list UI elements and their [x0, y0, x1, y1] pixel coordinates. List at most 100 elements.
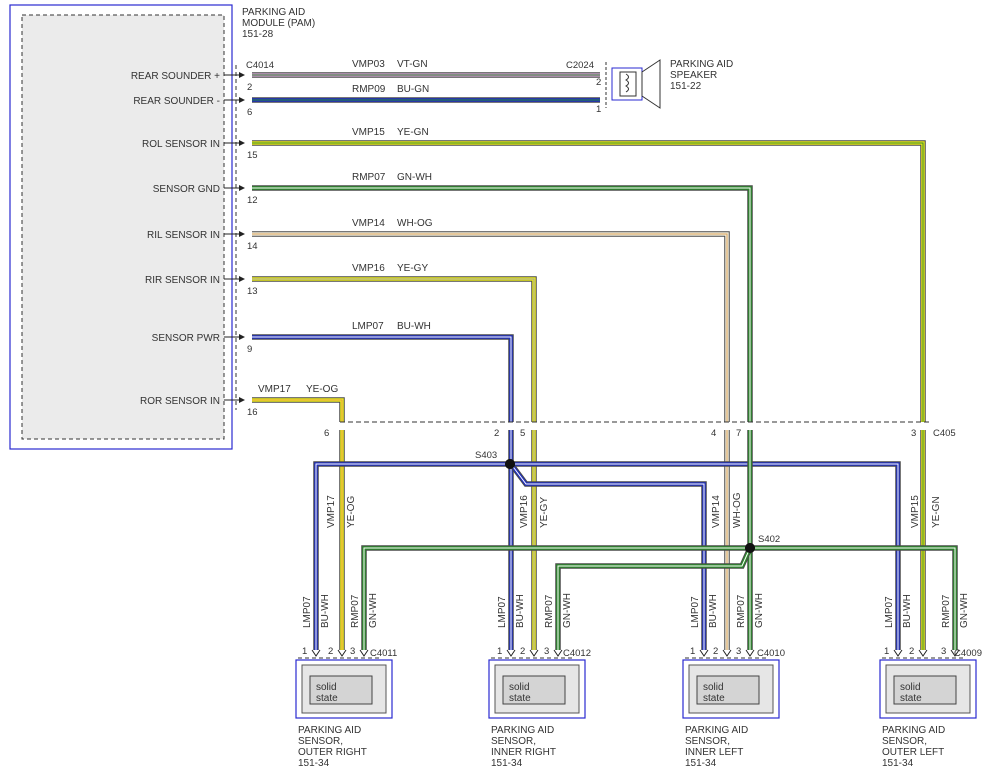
sensor-name-line: PARKING AID: [491, 725, 554, 736]
sensor-pin-number: 2: [713, 646, 718, 657]
wire-circuit-label: VMP15: [352, 127, 385, 138]
wire-color-label: GN-WH: [397, 172, 432, 183]
wire-color-label: WH-OG: [397, 218, 433, 229]
sensor-wire-circuit-label: LMP07: [497, 596, 508, 628]
pin-arrow-icon: [529, 649, 539, 657]
sensor-name-line: PARKING AID: [685, 725, 748, 736]
wire-circuit-label: VMP17: [258, 384, 291, 395]
wire-vmp17: [252, 397, 345, 422]
pam-title-1: PARKING AID: [242, 7, 305, 18]
sensor-wire-circuit-label: LMP07: [884, 596, 895, 628]
sensor-chip-label: solid: [509, 682, 530, 693]
sensor-name-line: SENSOR,: [491, 736, 536, 747]
speaker-title-3: 151-22: [670, 81, 702, 92]
pam-pin-number: 15: [247, 150, 258, 161]
vwire-vmp14-circuit: VMP14: [711, 495, 722, 528]
speaker-title-1: PARKING AID: [670, 59, 733, 70]
pam-pin-number: 6: [247, 107, 252, 118]
sensor-name-line: 151-34: [882, 758, 914, 769]
sensor-wire-circuit-label: RMP07: [736, 594, 747, 628]
sensor-wire-color-label: GN-WH: [754, 593, 765, 628]
vwire-vmp15-color: YE-GN: [931, 496, 942, 528]
sensor-connector-label: C4011: [370, 648, 397, 659]
pin-arrow-icon: [893, 649, 903, 657]
sensor-pin-number: 2: [909, 646, 914, 657]
speaker-pin-1: 1: [596, 104, 601, 115]
pam-signal-label: REAR SOUNDER +: [131, 71, 220, 82]
sensor-chip-label: solid: [703, 682, 724, 693]
parking-aid-speaker: C2024 2 1 PARKING AID SPEAKER 151-22: [566, 59, 733, 115]
vwire-vmp17-circuit: VMP17: [326, 495, 337, 528]
wire-lmp07: [252, 334, 514, 422]
sensor-pin-number: 1: [884, 646, 889, 657]
vwire-vmp17-color: YE-OG: [346, 496, 357, 528]
vwire-vmp16-circuit: VMP16: [519, 495, 530, 528]
sensor-wire-circuit-label: LMP07: [302, 596, 313, 628]
sensor-wire-color-label: GN-WH: [562, 593, 573, 628]
sensor-chip-label: state: [509, 693, 531, 704]
wire-circuit-label: VMP16: [352, 263, 385, 274]
sensor-chip-label: state: [900, 693, 922, 704]
pam-signal-label: ROL SENSOR IN: [142, 139, 220, 150]
c405-pin-5: 5: [520, 428, 525, 439]
wire-circuit-label: VMP14: [352, 218, 385, 229]
splice-s403-label: S403: [475, 450, 497, 461]
sensor-name-line: INNER RIGHT: [491, 747, 556, 758]
wire-lmp07-bus: [313, 461, 901, 650]
sensor-chip-label: solid: [316, 682, 337, 693]
wire-circuit-label: RMP09: [352, 84, 386, 95]
c405-label: C405: [933, 428, 956, 439]
pam-pin-number: 2: [247, 82, 252, 93]
wire-rmp07: [252, 185, 753, 422]
speaker-pin-2: 2: [596, 77, 601, 88]
pam-title-3: 151-28: [242, 29, 274, 40]
pin-arrow-icon: [950, 649, 960, 657]
sensor-pin-number: 3: [941, 646, 946, 657]
sensor-wire-circuit-label: RMP07: [350, 594, 361, 628]
wire-vmp14: [252, 231, 730, 422]
sensor-wire-color-label: GN-WH: [959, 593, 970, 628]
vwire-vmp15-circuit: VMP15: [910, 495, 921, 528]
vwire-vmp16-color: YE-GY: [539, 497, 550, 528]
sensor-wire-color-label: GN-WH: [368, 593, 379, 628]
sensor-pin-number: 1: [302, 646, 307, 657]
splice-s402-label: S402: [758, 534, 780, 545]
pin-arrow-icon: [337, 649, 347, 657]
pin-arrow-icon: [359, 649, 369, 657]
sensor-wire-color-label: BU-WH: [515, 594, 526, 628]
sensor-wire-circuit-label: LMP07: [690, 596, 701, 628]
sensor-wire-color-label: BU-WH: [320, 594, 331, 628]
sensor-pin-number: 3: [736, 646, 741, 657]
wire-color-label: VT-GN: [397, 59, 428, 70]
sensor-chip-label: state: [316, 693, 338, 704]
pam-pin-number: 12: [247, 195, 258, 206]
sensor-pin-number: 1: [690, 646, 695, 657]
sensor-name-line: INNER LEFT: [685, 747, 743, 758]
pam-signal-label: SENSOR GND: [153, 184, 220, 195]
c2024-label: C2024: [566, 60, 594, 71]
sensor-name-line: SENSOR,: [685, 736, 730, 747]
c405-pin-4: 4: [711, 428, 716, 439]
pin-arrow-icon: [506, 649, 516, 657]
c405-pin-6: 6: [324, 428, 329, 439]
pam-pin-number: 13: [247, 286, 258, 297]
sensor-name-line: 151-34: [491, 758, 523, 769]
sensor-pin-number: 2: [328, 646, 333, 657]
sensor-connector-label: C4009: [954, 648, 982, 659]
pam-pin-number: 14: [247, 241, 258, 252]
wire-circuit-label: LMP07: [352, 321, 384, 332]
sensor-pin-number: 3: [350, 646, 355, 657]
sensor-name-line: OUTER RIGHT: [298, 747, 367, 758]
sensor-name-line: PARKING AID: [882, 725, 945, 736]
pam-pin-number: 9: [247, 344, 252, 355]
sensor-connector-label: C4010: [757, 648, 785, 659]
speaker-cone-icon: [641, 59, 661, 109]
pam-signal-label: RIL SENSOR IN: [147, 230, 220, 241]
sensor-name-line: SENSOR,: [882, 736, 927, 747]
